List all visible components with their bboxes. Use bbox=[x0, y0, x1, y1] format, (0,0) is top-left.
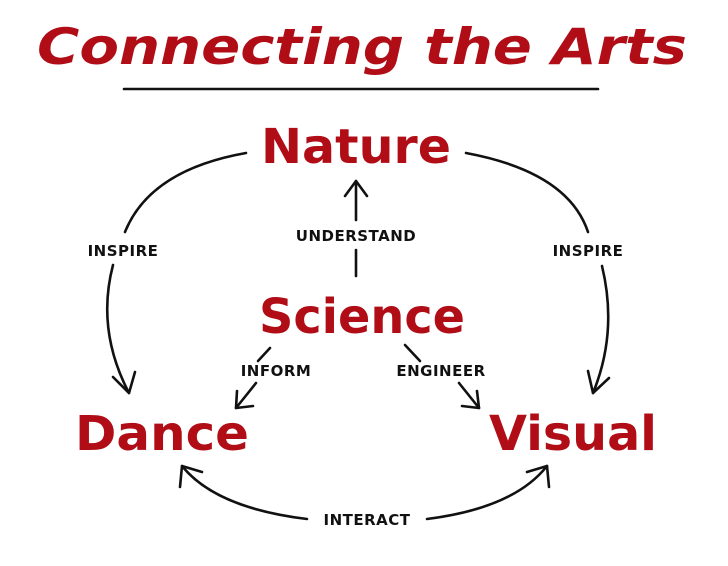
label-inspire-right: INSPIRE bbox=[553, 242, 624, 260]
arrowhead-icon bbox=[178, 464, 204, 489]
label-inform: INFORM bbox=[241, 362, 312, 380]
node-science: Science bbox=[259, 289, 465, 345]
label-interact: INTERACT bbox=[323, 511, 410, 529]
arrow-interact bbox=[178, 464, 551, 521]
label-inspire-left: INSPIRE bbox=[88, 242, 159, 260]
node-dance: Dance bbox=[75, 406, 249, 462]
arrowhead-icon bbox=[586, 369, 611, 395]
arrowhead-icon bbox=[460, 389, 481, 410]
arrow-engineer bbox=[403, 343, 481, 410]
arrowhead-icon bbox=[343, 179, 369, 198]
label-understand: UNDERSTAND bbox=[296, 227, 416, 245]
arrow-inspire-right bbox=[464, 151, 611, 395]
arrow-understand bbox=[343, 179, 369, 278]
diagram-title: Connecting the Arts bbox=[37, 18, 687, 76]
node-nature: Nature bbox=[261, 119, 451, 175]
arrowhead-icon bbox=[234, 389, 255, 410]
arrowhead-icon bbox=[525, 464, 551, 489]
node-visual: Visual bbox=[489, 406, 657, 462]
arrow-inspire-left bbox=[105, 151, 248, 395]
arrow-inform bbox=[234, 346, 272, 410]
label-engineer: ENGINEER bbox=[396, 362, 485, 380]
arrowhead-icon bbox=[111, 370, 137, 395]
